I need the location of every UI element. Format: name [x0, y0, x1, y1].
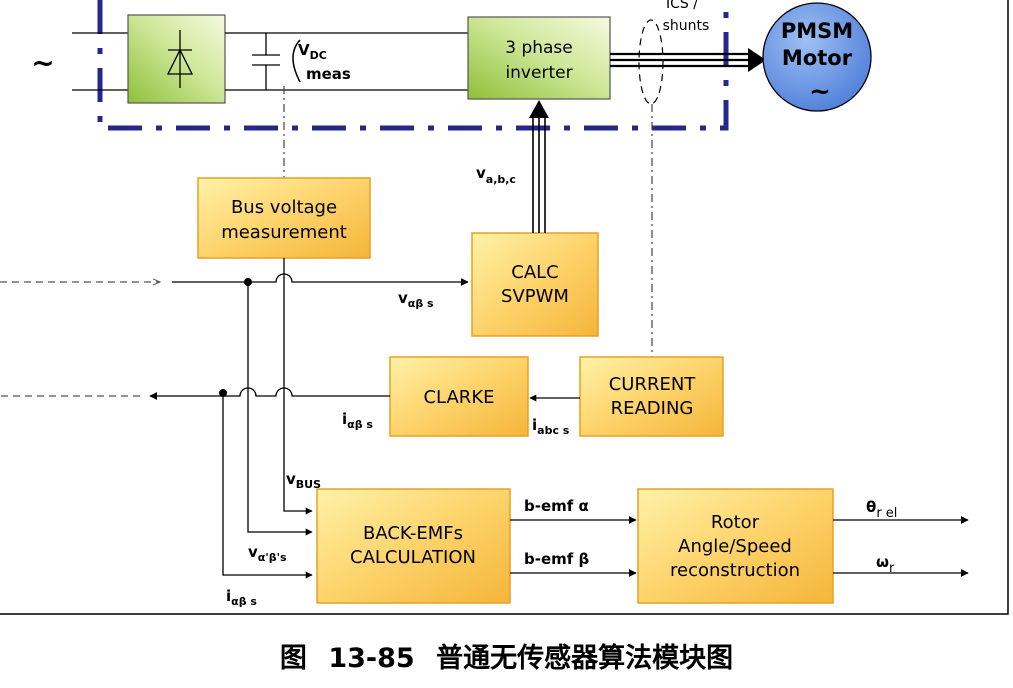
motor-label-line3: ~ — [809, 77, 831, 107]
i-alpha-beta-bottom-label: iαβ s — [226, 587, 257, 608]
current-sensor-ellipse — [638, 19, 664, 105]
vbus-label: vBUS — [286, 470, 321, 491]
rotor-label-line3: reconstruction — [670, 560, 800, 581]
v-alpha-beta-line — [172, 273, 469, 286]
i-alpha-beta-label: iαβ s — [342, 410, 373, 431]
current-reading-label-line1: CURRENT — [609, 374, 697, 395]
v-alpha-beta-label: vαβ s — [398, 289, 434, 310]
svpwm-block: CALC SVPWM — [471, 232, 599, 337]
ac-input: ~ — [31, 32, 128, 91]
svpwm-to-inverter — [532, 116, 546, 233]
figure-frame — [0, 0, 1009, 615]
back-emf-block: BACK-EMFs CALCULATION — [316, 488, 511, 604]
iabc-label: iabc s — [532, 416, 570, 437]
omega-label: ωr — [876, 553, 895, 576]
vdc-label: VDC — [298, 41, 327, 62]
bus-voltage-label-line2: measurement — [221, 222, 347, 243]
rectifier-block — [127, 14, 226, 104]
rotor-label-line1: Rotor — [711, 512, 760, 533]
clarke-label: CLARKE — [423, 387, 494, 408]
caption-prefix: 图 — [279, 643, 307, 674]
diode-icon — [166, 30, 194, 88]
power-stage-enclosure — [97, 0, 729, 131]
clarke-block: CLARKE — [389, 356, 529, 437]
rotor-label-line2: Angle/Speed — [678, 536, 792, 557]
caption-number: 13-85 — [328, 643, 415, 674]
ac-source-symbol: ~ — [31, 46, 54, 79]
inverter-input-arrowhead — [529, 100, 549, 118]
three-phase-output — [610, 52, 760, 68]
inverter-label-line2: inverter — [505, 63, 572, 83]
current-reading-label-line2: READING — [611, 398, 694, 419]
i-alpha-beta-line — [149, 387, 390, 400]
motor-label-line1: PMSM — [781, 19, 853, 43]
inverter-block: 3 phase inverter — [467, 16, 611, 100]
motor-input-arrowhead — [748, 48, 766, 72]
vdc-measure-arrow — [292, 39, 301, 83]
svpwm-label-line1: CALC — [511, 262, 558, 283]
ics-label-line1: ICS / — [666, 0, 698, 12]
bus-voltage-label-line1: Bus voltage — [231, 197, 337, 218]
rotor-reconstruction-block: Rotor Angle/Speed reconstruction — [637, 488, 834, 604]
bemf-alpha-label: b-emf α — [524, 497, 589, 515]
v-prime-feed — [247, 282, 313, 536]
i-alpha-beta-feed — [222, 393, 313, 579]
meas-label: meas — [306, 65, 351, 83]
svpwm-label-line2: SVPWM — [501, 286, 569, 307]
capacitor-icon — [252, 33, 280, 90]
caption-title: 普通无传感器算法模块图 — [436, 643, 734, 674]
vbus-feed — [283, 258, 313, 515]
theta-label: θr el — [866, 498, 897, 521]
bemf-beta-label: b-emf β — [524, 550, 590, 568]
block-diagram: ~ VDC meas 3 phase inverter ICS / shunts — [0, 0, 1009, 615]
ics-label-line2: shunts — [663, 18, 710, 34]
v-prime-label: vα'β's — [248, 543, 287, 564]
back-emf-label-line1: BACK-EMFs — [363, 523, 463, 544]
inverter-label-line1: 3 phase — [505, 38, 573, 58]
vabc-label: va,b,c — [476, 164, 516, 186]
current-reading-block: CURRENT READING — [579, 356, 724, 437]
back-emf-label-line2: CALCULATION — [350, 547, 476, 568]
bus-voltage-block: Bus voltage measurement — [197, 177, 371, 259]
motor-label-line2: Motor — [782, 46, 853, 70]
pmsm-motor: PMSM Motor ~ — [762, 2, 872, 112]
figure-caption: 图 13-85 普通无传感器算法模块图 — [0, 636, 1013, 675]
